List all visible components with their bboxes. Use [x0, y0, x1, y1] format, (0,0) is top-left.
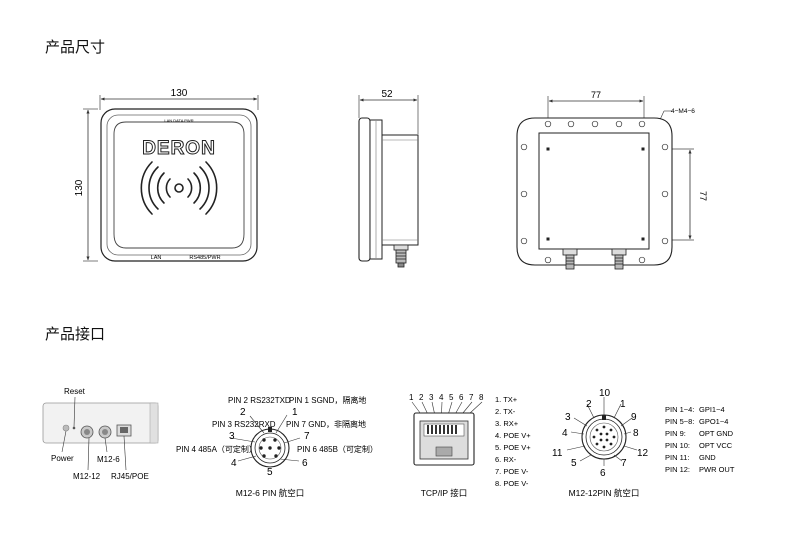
m12-6-pin-3-label: PIN 3 RS232RXD: [212, 420, 276, 429]
m12-6-num-3: 3: [229, 431, 235, 442]
hole-spec-label: 4−M4−6: [671, 108, 695, 115]
m12-12-num-7: 7: [621, 458, 627, 469]
m12-12-pin-f: PIN 12:: [665, 465, 690, 474]
rj45-num-8: 8: [479, 393, 484, 402]
mounting-holes: [520, 120, 669, 264]
m12-6-pin-diagram: PIN 2 RS232TXD PIN 1 SGND，隔离地 PIN 3 RS23…: [176, 395, 378, 498]
m12-12-func-b: GPO1~4: [699, 417, 728, 426]
m12-6-num-1: 1: [292, 407, 298, 418]
m12-6-pin-4-label: PIN 4 485A（可定制）: [176, 444, 257, 454]
rfid-wave-icon: [140, 161, 218, 215]
m12-12-func-f: PWR OUT: [699, 465, 735, 474]
m12-6-pin-6-label: PIN 6 485B（可定制）: [297, 444, 378, 454]
front-housing: [100, 108, 258, 262]
side-connector: [393, 244, 409, 268]
m12-12-port-photo: [80, 425, 94, 439]
front-top-small-label: LAN DATA PWR: [164, 118, 193, 123]
m12-12-label: M12-12: [73, 472, 101, 481]
m12-6-label: M12-6: [97, 455, 120, 464]
m12-12-func-c: OPT GND: [699, 429, 734, 438]
rj45-num-4: 4: [439, 393, 444, 402]
back-vertical-label: 77: [698, 191, 708, 201]
m12-6-pin-2-label: PIN 2 RS232TXD: [228, 396, 291, 405]
m12-12-num-12: 12: [637, 448, 649, 459]
side-depth-label: 52: [381, 89, 393, 100]
m12-12-num-8: 8: [633, 428, 639, 439]
rj45-caption: TCP/IP 接口: [421, 488, 468, 498]
side-view: 52: [358, 89, 419, 268]
rj45-pin-5: 5. POE V+: [495, 443, 531, 452]
m12-6-pin-7-label: PIN 7 GND，非隔离地: [286, 419, 366, 429]
m12-6-pin-1-label: PIN 1 SGND，隔离地: [289, 395, 366, 405]
m12-12-num-1: 1: [620, 399, 626, 410]
rj45-port-photo: [116, 424, 132, 437]
rj45-label: RJ45/POE: [111, 472, 149, 481]
ports-photo: Reset Power M12-12 M12-6 RJ45/POE: [42, 387, 159, 481]
m12-12-pin-d: PIN 10:: [665, 441, 690, 450]
rj45-num-2: 2: [419, 393, 424, 402]
rj45-num-7: 7: [469, 393, 474, 402]
m12-12-num-11: 11: [552, 448, 563, 459]
power-label: Power: [51, 454, 74, 463]
brand-logo: DERON: [142, 138, 216, 159]
back-horizontal-label: 77: [591, 90, 601, 100]
m12-12-num-9: 9: [631, 412, 637, 423]
m12-12-num-10: 10: [599, 388, 611, 399]
m12-12-num-6: 6: [600, 468, 606, 479]
m12-6-num-5: 5: [267, 467, 273, 478]
m12-6-port-photo: [98, 425, 112, 439]
m12-12-pin-e: PIN 11:: [665, 453, 689, 462]
m12-12-pin-a: PIN 1~4:: [665, 405, 694, 414]
rj45-pin-2: 2. TX-: [495, 407, 516, 416]
rj45-pin-8: 8. POE V-: [495, 479, 529, 488]
front-height-label: 130: [74, 179, 85, 196]
m12-12-pin-c: PIN 9:: [665, 429, 686, 438]
reset-hole: [72, 426, 76, 430]
back-connectors: [562, 248, 627, 270]
m12-12-caption: M12-12PIN 航空口: [569, 488, 640, 498]
m12-6-num-2: 2: [240, 407, 246, 418]
rj45-pin-7: 7. POE V-: [495, 467, 529, 476]
front-rs485-label: RS485/PWR: [189, 255, 220, 261]
rj45-num-3: 3: [429, 393, 434, 402]
rj45-diagram: 1 2 3 4 5 6 7 8 TCP/IP 接口: [409, 393, 531, 498]
m12-12-func-a: GPI1~4: [699, 405, 725, 414]
rj45-num-6: 6: [459, 393, 464, 402]
m12-12-func-d: OPT VCC: [699, 441, 733, 450]
m12-12-num-2: 2: [586, 399, 592, 410]
m12-12-pin-diagram: 10 2 1 3 9 4 8 11 12 5 7 6 M12-12PIN 航空口…: [552, 388, 735, 498]
m12-12-pin-b: PIN 5~8:: [665, 417, 694, 426]
front-width-label: 130: [171, 88, 188, 99]
rj45-pin-6: 6. RX-: [495, 455, 517, 464]
back-view: 77 77 4−M4−6: [516, 90, 708, 270]
front-view: 130 130 LAN DATA PWR DERON LAN RS485/PWR: [74, 88, 259, 262]
m12-6-caption: M12-6 PIN 航空口: [236, 488, 305, 498]
m12-12-num-4: 4: [562, 428, 568, 439]
m12-12-num-3: 3: [565, 412, 571, 423]
power-led: [62, 424, 70, 432]
m12-6-num-7: 7: [304, 431, 310, 442]
m12-12-func-e: GND: [699, 453, 716, 462]
m12-6-num-6: 6: [302, 458, 308, 469]
rj45-pin-4: 4. POE V+: [495, 431, 531, 440]
reset-label: Reset: [64, 387, 86, 396]
m12-6-num-4: 4: [231, 458, 237, 469]
m12-12-num-5: 5: [571, 458, 577, 469]
interface-section-title: 产品接口: [45, 325, 106, 343]
rj45-pin-3: 3. RX+: [495, 419, 519, 428]
front-lan-label: LAN: [151, 255, 162, 261]
rj45-num-5: 5: [449, 393, 454, 402]
size-section-title: 产品尺寸: [45, 38, 106, 56]
rj45-num-1: 1: [409, 393, 414, 402]
rj45-pin-1: 1. TX+: [495, 395, 518, 404]
